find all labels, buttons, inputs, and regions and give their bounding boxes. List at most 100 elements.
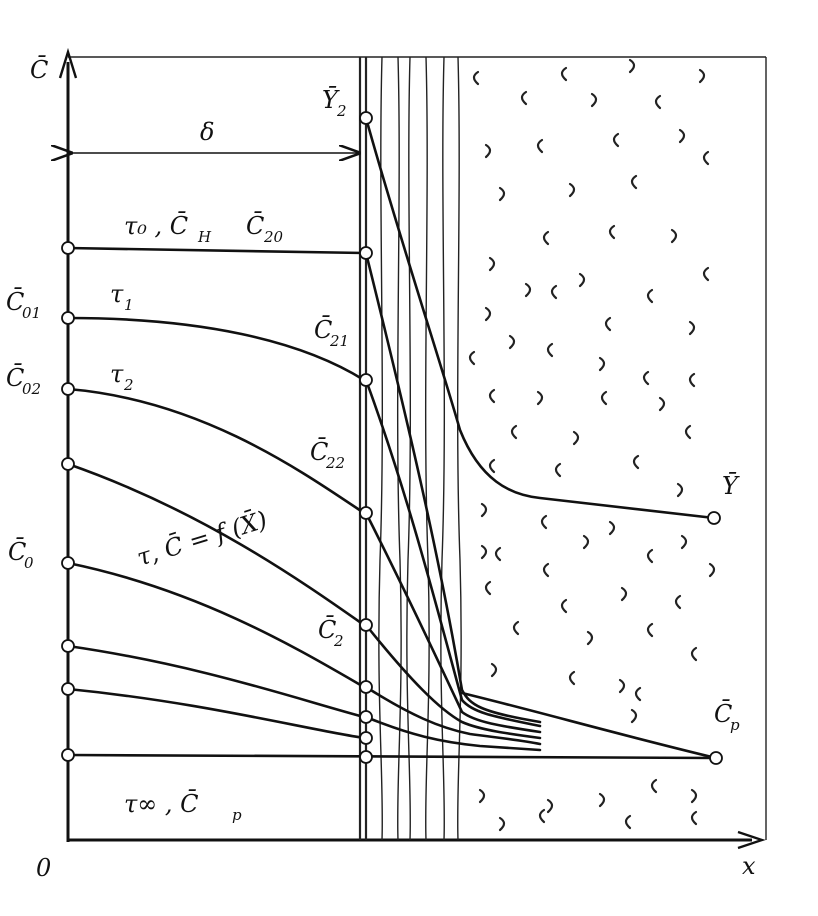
particle-mark [646,288,654,304]
node-c21 [359,373,373,387]
particle-mark [632,454,640,470]
origin-label: 0 [36,854,51,882]
particle-mark [542,230,550,246]
wavy-layer-line [440,56,446,841]
particle-mark [520,90,528,106]
x-axis-arrow [737,830,766,850]
particle-mark [598,356,606,372]
wavy-layer-line [396,56,402,841]
cp-label: C̄ [714,700,732,728]
node-left-c01 [61,311,75,325]
particle-mark [484,580,492,596]
particle-mark [688,320,696,336]
particle-mark [546,798,554,814]
tau2-subscript: 2 [123,376,134,394]
wavy-layer-line [456,56,462,841]
particle-mark [684,424,692,440]
frame [68,56,767,840]
c02-label: C̄ [6,364,24,392]
particle-mark [498,186,506,202]
node-film-7 [359,731,373,745]
c02-subscript: 02 [22,380,41,398]
particle-mark [508,334,516,350]
curve-solid-3 [364,511,542,734]
node-c2 [359,618,373,632]
particle-mark [702,266,710,282]
curve-tau1 [66,316,366,382]
wavy-layer-line [378,56,384,841]
c0-label: C̄ [8,538,26,566]
particle-mark [536,390,544,406]
particle-mark [658,396,666,412]
node-c22 [359,506,373,520]
particle-mark [468,350,476,366]
particle-mark [608,520,616,536]
particle-mark [560,66,568,82]
node-left-5 [61,639,75,653]
curve-to-cp [460,691,718,760]
particle-mark [598,792,606,808]
particle-mark [560,598,568,614]
delta-label: δ [200,118,214,146]
c21-label: C̄ [314,316,332,344]
particle-mark [480,544,488,560]
tau1-subscript: 1 [124,296,134,314]
tau1-label: τ [110,280,124,308]
node-left-c0 [61,556,75,570]
particle-mark [646,622,654,638]
curve-solid-6 [364,715,542,752]
particle-mark [628,58,636,74]
particle-mark [624,814,632,830]
particle-mark [538,808,546,824]
particle-mark [510,424,518,440]
film-curves [66,246,718,760]
particle-mark [708,562,716,578]
curve-tau5 [66,644,366,719]
particle-mark [480,502,488,518]
curve-tau4 [66,561,366,689]
node-cp [709,751,723,765]
c01-subscript: 01 [22,304,41,322]
node-left-c02 [61,382,75,396]
particle-mark [488,458,496,474]
x-axis-label: x [742,852,756,880]
y-axis-label: C̄ [30,56,48,84]
particles [468,58,716,832]
y-axis-arrow [58,47,78,79]
particle-mark [542,562,550,578]
particle-mark [654,94,662,110]
curve-solid-1 [364,251,542,724]
particle-mark [604,316,612,332]
particle-mark [630,708,638,724]
c2-subscript: 2 [333,632,344,650]
function-label: τ, C̄ = f (X̄) [133,505,270,571]
node-film-6 [359,710,373,724]
particle-mark [676,482,684,498]
node-c20 [359,246,373,260]
tau-inf-label: τ∞ , C̄ [124,790,199,818]
particle-mark [578,272,586,288]
y-label: Ȳ [722,472,740,500]
particle-mark [620,586,628,602]
c22-label: C̄ [310,438,328,466]
particle-mark [494,546,502,562]
particle-mark [546,342,554,358]
particle-mark [600,390,608,406]
particle-mark [572,430,580,446]
wavy-layer-line [424,56,430,841]
particle-mark [536,138,544,154]
particle-mark [590,92,598,108]
particle-mark [698,68,706,84]
node-left-tau0 [61,241,75,255]
particle-mark [646,548,654,564]
particle-mark [690,646,698,662]
nodes [61,111,723,765]
c20-label: C̄ [246,212,264,240]
delta-dimension: δ [70,118,358,153]
curve-tau0 [66,246,366,255]
node-film-5 [359,680,373,694]
curve-tau2 [66,387,366,515]
curve-tau3 [66,462,366,627]
tau0-label: τ₀ , C̄ [124,212,188,240]
